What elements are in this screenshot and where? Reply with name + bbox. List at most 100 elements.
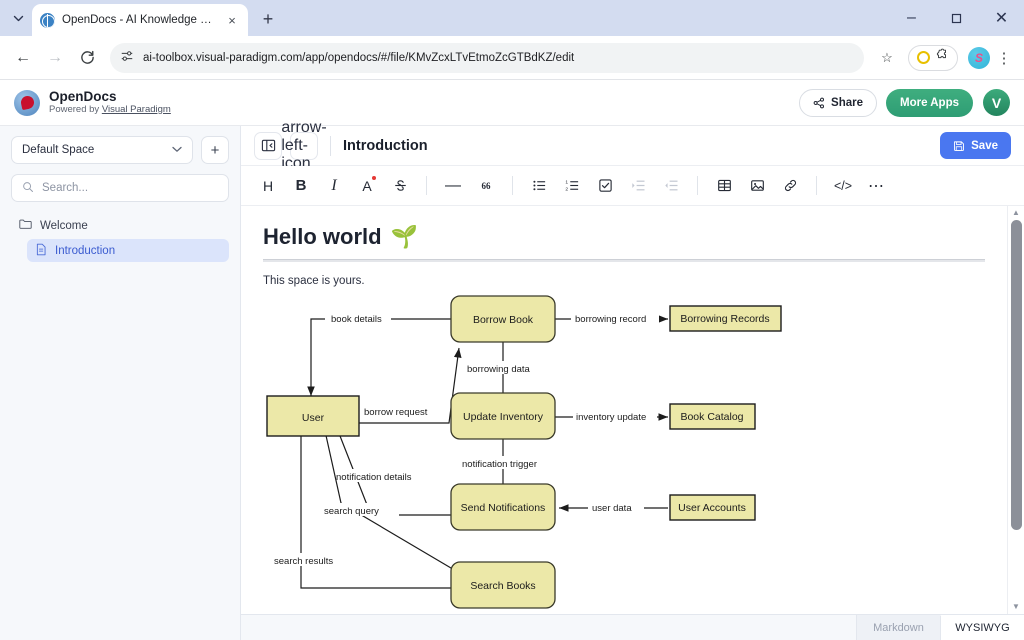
browser-menu-icon[interactable]: ⋮ xyxy=(996,49,1012,67)
add-page-button[interactable]: + xyxy=(201,136,229,164)
puzzle-icon[interactable] xyxy=(935,48,949,67)
process-search-books[interactable]: Search Books xyxy=(450,561,556,609)
tree-item-welcome[interactable]: Welcome xyxy=(11,214,229,237)
tab-search-chevron-icon[interactable] xyxy=(4,4,32,32)
data-flow-diagram[interactable]: book details borrow request xyxy=(263,291,985,614)
table-button[interactable] xyxy=(708,172,740,200)
flow-user-data: user data xyxy=(559,500,668,514)
bookmark-icon[interactable]: ☆ xyxy=(881,49,893,65)
document-icon xyxy=(35,243,47,259)
search-icon xyxy=(22,181,34,196)
status-bar: Markdown WYSIWYG xyxy=(241,614,1024,640)
search-input[interactable]: Search... xyxy=(11,174,229,202)
floppy-disk-icon xyxy=(954,140,965,151)
entity-user[interactable]: User xyxy=(266,395,360,437)
new-tab-button[interactable]: + xyxy=(262,8,274,29)
svg-text:User: User xyxy=(302,412,325,424)
visual-paradigm-link[interactable]: Visual Paradigm xyxy=(101,103,171,115)
svg-text:user data: user data xyxy=(592,503,632,514)
horizontal-rule-button[interactable]: — xyxy=(445,176,461,194)
scroll-up-arrow-icon[interactable]: ▲ xyxy=(1012,208,1020,217)
close-icon[interactable]: × xyxy=(228,12,236,28)
more-options-button[interactable]: ⋯ xyxy=(868,177,884,195)
process-borrow-book[interactable]: Borrow Book xyxy=(450,295,556,343)
outdent-button[interactable] xyxy=(655,172,687,200)
space-name: Default Space xyxy=(22,144,95,156)
vertical-scrollbar[interactable]: ▲ ▼ xyxy=(1007,206,1024,614)
back-icon[interactable]: ← xyxy=(15,48,31,66)
document-area: Hello world 🌱 This space is yours. xyxy=(241,206,1024,614)
datastore-book-catalog[interactable]: Book Catalog xyxy=(669,403,756,430)
blockquote-button[interactable]: 66 xyxy=(481,180,491,191)
dfd-svg: book details borrow request xyxy=(266,295,782,609)
space-selector[interactable]: Default Space xyxy=(11,136,193,164)
browser-tab[interactable]: OpenDocs - AI Knowledge Base × xyxy=(32,4,248,36)
minimize-icon[interactable]: – xyxy=(907,9,916,26)
forward-icon[interactable]: → xyxy=(47,48,63,66)
save-label: Save xyxy=(971,139,998,152)
save-button[interactable]: Save xyxy=(940,132,1011,159)
svg-text:search results: search results xyxy=(274,556,333,567)
color-indicator-dot xyxy=(372,175,376,180)
flow-book-details: book details xyxy=(307,311,451,396)
back-to-list-icon[interactable]: arrow-left-icon xyxy=(281,118,327,172)
process-send-notifications[interactable]: Send Notifications xyxy=(450,483,556,531)
brand[interactable]: OpenDocs Powered by Visual Paradigm xyxy=(14,89,171,116)
italic-button[interactable]: I xyxy=(331,176,337,194)
indent-button[interactable] xyxy=(622,172,654,200)
checklist-button[interactable] xyxy=(589,172,621,200)
image-button[interactable] xyxy=(741,172,773,200)
scrollbar-track[interactable] xyxy=(1010,217,1022,603)
chevron-down-icon xyxy=(172,145,182,156)
svg-text:borrow request: borrow request xyxy=(364,407,428,418)
markdown-mode-tab[interactable]: Markdown xyxy=(856,615,940,640)
circle-extension-icon[interactable] xyxy=(917,51,930,64)
document-paragraph: This space is yours. xyxy=(263,275,365,287)
svg-text:1: 1 xyxy=(565,179,568,185)
maximize-icon[interactable] xyxy=(934,0,979,36)
user-avatar[interactable]: V xyxy=(983,89,1010,116)
svg-text:book details: book details xyxy=(331,314,382,325)
link-button[interactable] xyxy=(774,172,806,200)
share-button[interactable]: Share xyxy=(799,88,877,117)
divider xyxy=(330,135,331,156)
strikethrough-button[interactable] xyxy=(384,172,416,200)
tree-item-introduction[interactable]: Introduction xyxy=(27,239,229,262)
svg-text:search query: search query xyxy=(324,506,379,517)
panel-toggle-icon[interactable] xyxy=(254,131,282,160)
flow-search-query: search query xyxy=(320,412,474,582)
bullet-list-button[interactable] xyxy=(523,172,555,200)
reload-icon[interactable] xyxy=(72,43,102,73)
window-controls: – ✕ xyxy=(889,0,1024,36)
flow-borrowing-record: borrowing record xyxy=(555,311,668,325)
text-color-glyph: A xyxy=(362,177,372,194)
address-bar[interactable]: ai-toolbox.visual-paradigm.com/app/opend… xyxy=(110,42,864,73)
datastore-user-accounts[interactable]: User Accounts xyxy=(669,494,756,521)
svg-text:Borrow Book: Borrow Book xyxy=(473,314,534,326)
app-name: OpenDocs xyxy=(49,89,117,105)
datastore-borrowing-records[interactable]: Borrowing Records xyxy=(669,305,782,332)
main-panel: arrow-left-icon Introduction Save H B I … xyxy=(241,118,1024,640)
globe-icon xyxy=(40,12,55,28)
page-title: Introduction xyxy=(343,137,428,154)
heading-rule xyxy=(263,259,985,262)
tune-icon[interactable] xyxy=(120,49,134,66)
svg-text:borrowing data: borrowing data xyxy=(467,364,531,375)
text-color-button[interactable]: A xyxy=(351,172,383,200)
more-apps-button[interactable]: More Apps xyxy=(886,88,973,117)
profile-avatar[interactable]: S xyxy=(968,46,990,69)
seedling-emoji-icon: 🌱 xyxy=(390,224,418,249)
navigation-bar: ← → ai-toolbox.visual-paradigm.com/app/o… xyxy=(0,36,1024,80)
process-update-inventory[interactable]: Update Inventory xyxy=(450,392,556,440)
code-block-button[interactable]: </> xyxy=(833,178,853,193)
scroll-down-arrow-icon[interactable]: ▼ xyxy=(1012,602,1020,611)
bold-button[interactable]: B xyxy=(295,177,307,194)
flow-borrow-request: borrow request xyxy=(359,347,462,424)
wysiwyg-mode-tab[interactable]: WYSIWYG xyxy=(940,615,1024,640)
extensions-pill[interactable] xyxy=(908,44,958,71)
tab-title: OpenDocs - AI Knowledge Base xyxy=(62,14,217,26)
close-window-icon[interactable]: ✕ xyxy=(994,10,1009,27)
scrollbar-thumb[interactable] xyxy=(1010,220,1022,530)
heading-button[interactable]: H xyxy=(262,177,274,194)
